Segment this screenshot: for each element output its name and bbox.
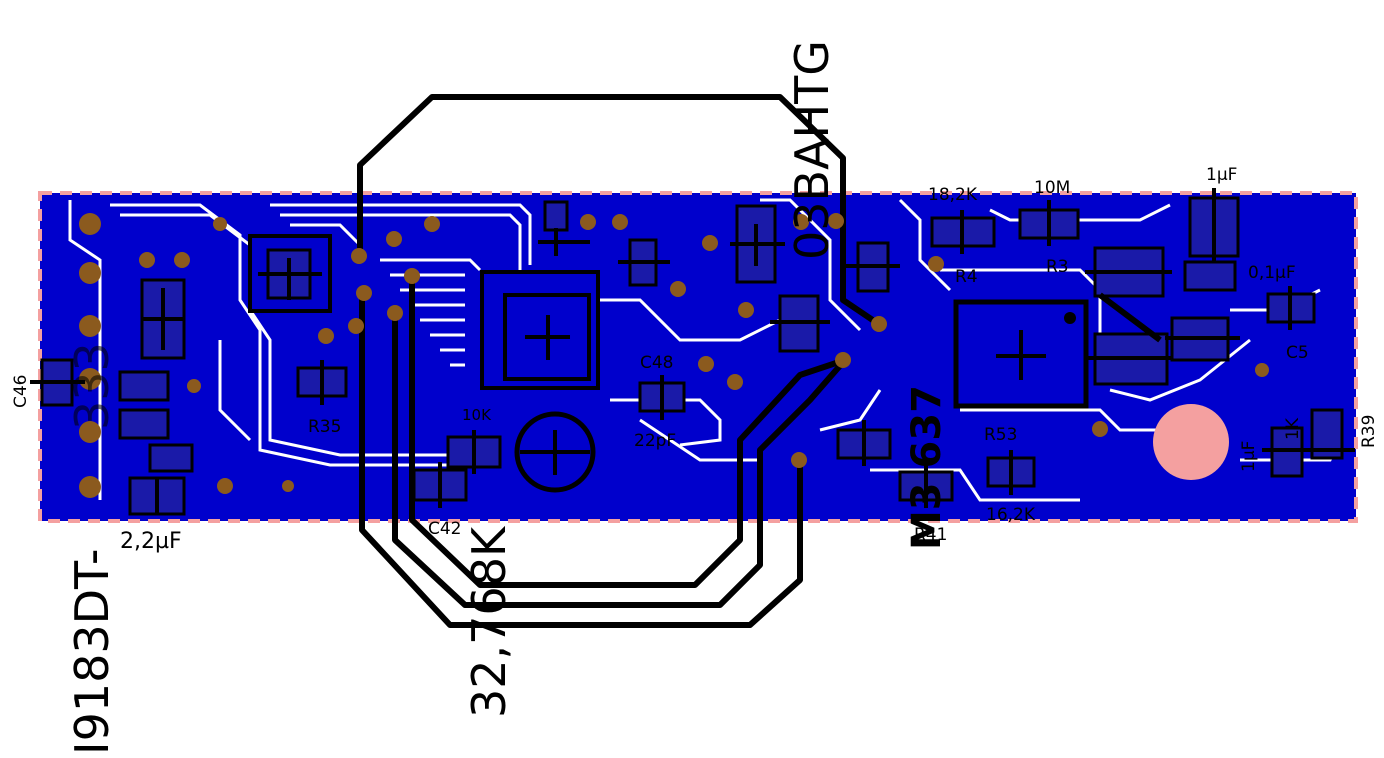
smd-components bbox=[30, 188, 1355, 516]
label-r41: R41 bbox=[914, 525, 947, 545]
label-r53: R53 bbox=[984, 425, 1017, 445]
label-r3: R3 bbox=[1046, 257, 1069, 277]
label-c48: C48 bbox=[640, 353, 674, 373]
label-crystal-frequency: 32,768K bbox=[462, 525, 516, 718]
label-10m: 10M bbox=[1034, 178, 1070, 198]
label-22pf: 22pF bbox=[634, 431, 676, 451]
label-c42: C42 bbox=[428, 519, 462, 539]
label-1uf-right: 1µF bbox=[1239, 441, 1259, 472]
label-10k: 10K bbox=[462, 406, 492, 424]
label-c46: C46 bbox=[11, 374, 31, 408]
label-1k: 1K bbox=[1283, 417, 1303, 440]
silkscreen-labels: I9183DT- 333 03BAHTG 32,768K C46 2,2µF R… bbox=[11, 40, 1379, 755]
label-16-2k: 16,2K bbox=[986, 505, 1036, 525]
label-1uf-top: 1µF bbox=[1206, 165, 1237, 185]
label-r39: R39 bbox=[1359, 415, 1379, 448]
label-cap-2u2: 2,2µF bbox=[120, 529, 182, 554]
label-part-tail: 333 bbox=[65, 342, 119, 430]
label-chip-marking: 03BAHTG bbox=[785, 40, 839, 260]
label-part-number: I9183DT- bbox=[65, 548, 119, 755]
through-hole-pads bbox=[79, 213, 1269, 498]
label-18-2k: 18,2K bbox=[928, 185, 978, 205]
label-r4: R4 bbox=[955, 267, 978, 287]
fiducial-mark bbox=[1153, 404, 1229, 480]
label-r35: R35 bbox=[308, 417, 341, 437]
board-outline bbox=[38, 191, 1358, 523]
label-c5: C5 bbox=[1286, 343, 1309, 363]
label-0-1uf: 0,1µF bbox=[1248, 263, 1296, 283]
label-side-code: M3 637 bbox=[904, 385, 950, 550]
jumper-wires bbox=[357, 94, 882, 628]
